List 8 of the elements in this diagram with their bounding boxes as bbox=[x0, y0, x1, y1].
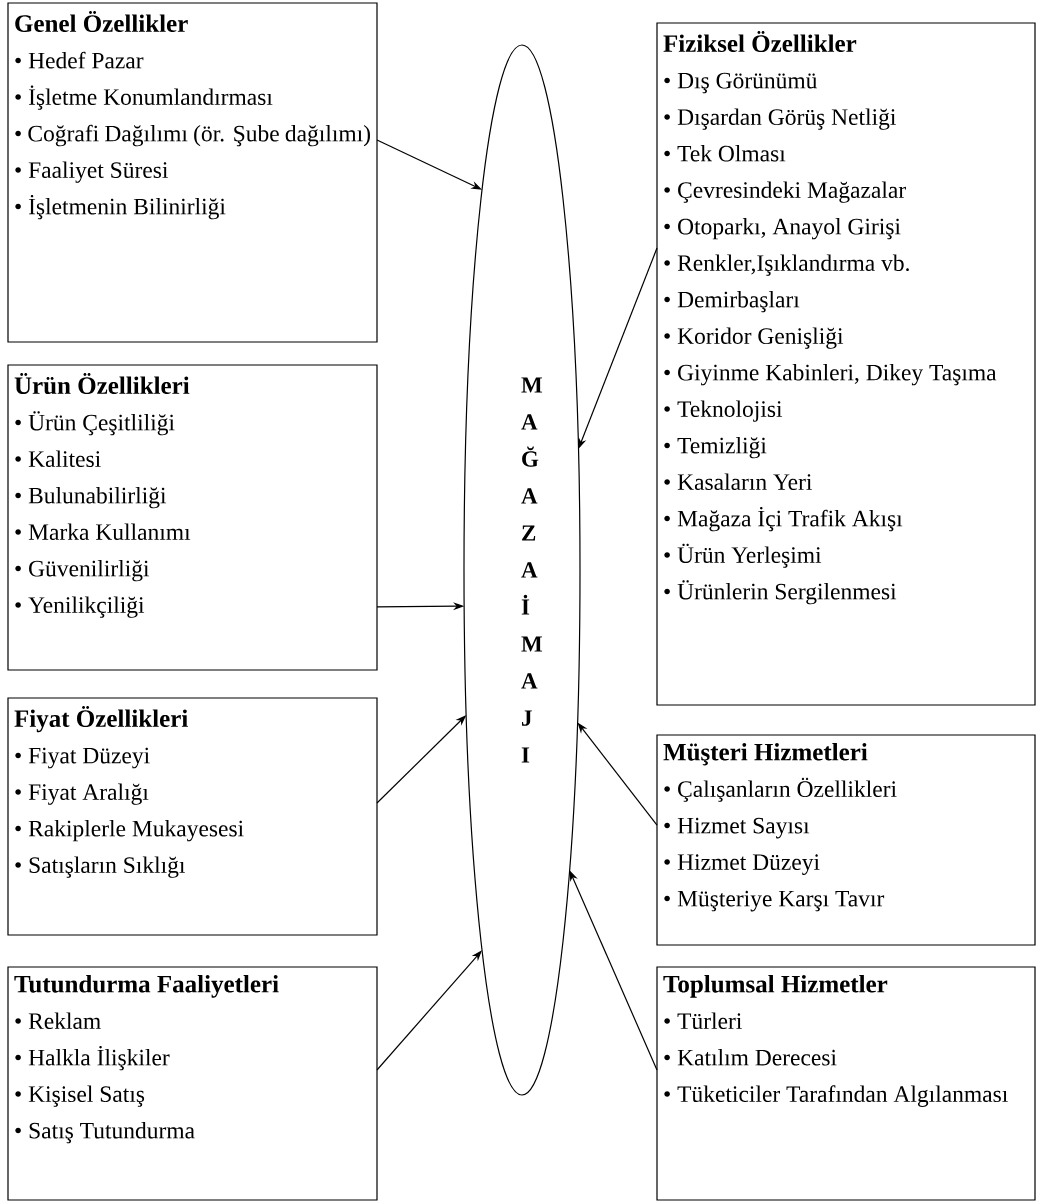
info-box: Ürün Özellikleri • Ürün Çeşitliliği • Kalitesi • Bulunabilirliği • Marka Kullanımı • Güvenilirliği • Yenilikçiliği bbox=[7, 364, 378, 671]
info-box: Fiyat Özellikleri • Fiyat Düzeyi • Fiyat Aralığı • Rakiplerle Mukayesesi • Satışların Sıklığı bbox=[7, 697, 378, 936]
info-box: Tutundurma Faaliyetleri • Reklam • Halkla İlişkiler • Kişisel Satış • Satış Tutundurma bbox=[7, 966, 378, 1201]
info-box: Fiziksel Özellikler • Dış Görünümü • Dışardan Görüş Netliği • Tek Olması • Çevresindeki Mağazalar • Otoparkı, Anayol Girişi • Renkler,Işıklandırma vb. • Demirbaşları • Koridor Genişliği • Giyinme Kabinleri, Dikey Taşıma • Teknolojisi • Temizliği • Kasaların Yeri • Mağaza İçi Trafik Akışı • Ürün Yerleşimi • Ürünlerin Sergilenmesi bbox=[656, 22, 1036, 706]
info-box: Toplumsal Hizmetler • Türleri • Katılım Derecesi • Tüketiciler Tarafından Algılanması bbox=[656, 966, 1036, 1201]
info-box: Genel Özellikler • Hedef Pazar • İşletme Konumlandırması • Coğrafi Dağılımı (ör. Şube dağılımı) • Faaliyet Süresi • İşletmenin Bilinirliği bbox=[7, 2, 378, 343]
arrow bbox=[376, 139, 482, 190]
info-box: Müşteri Hizmetleri • Çalışanların Özellikleri • Hizmet Sayısı • Hizmet Düzeyi • Müşteriye Karşı Tavır bbox=[656, 734, 1036, 946]
